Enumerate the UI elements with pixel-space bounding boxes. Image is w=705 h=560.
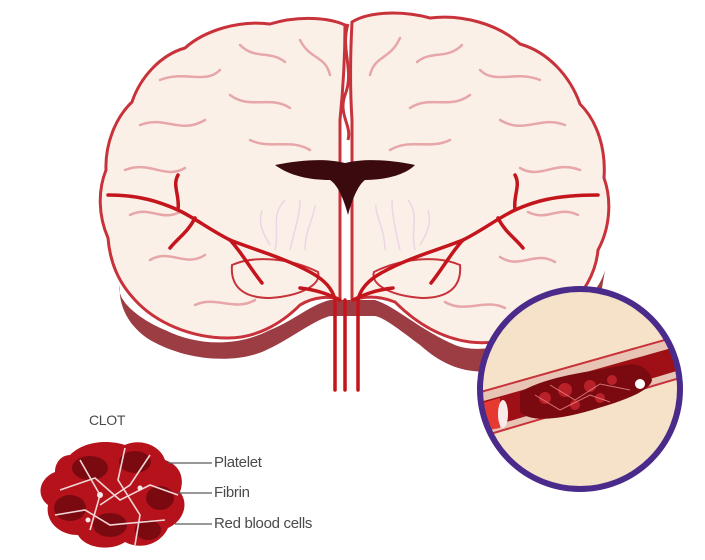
clot-illustration bbox=[41, 442, 185, 548]
clot-title: CLOT bbox=[89, 412, 125, 428]
red-blood-cells-label: Red blood cells bbox=[214, 515, 312, 532]
platelet-label: Platelet bbox=[214, 454, 262, 471]
blood-vessel-magnifier bbox=[470, 289, 700, 489]
fibrin-label: Fibrin bbox=[214, 484, 250, 501]
